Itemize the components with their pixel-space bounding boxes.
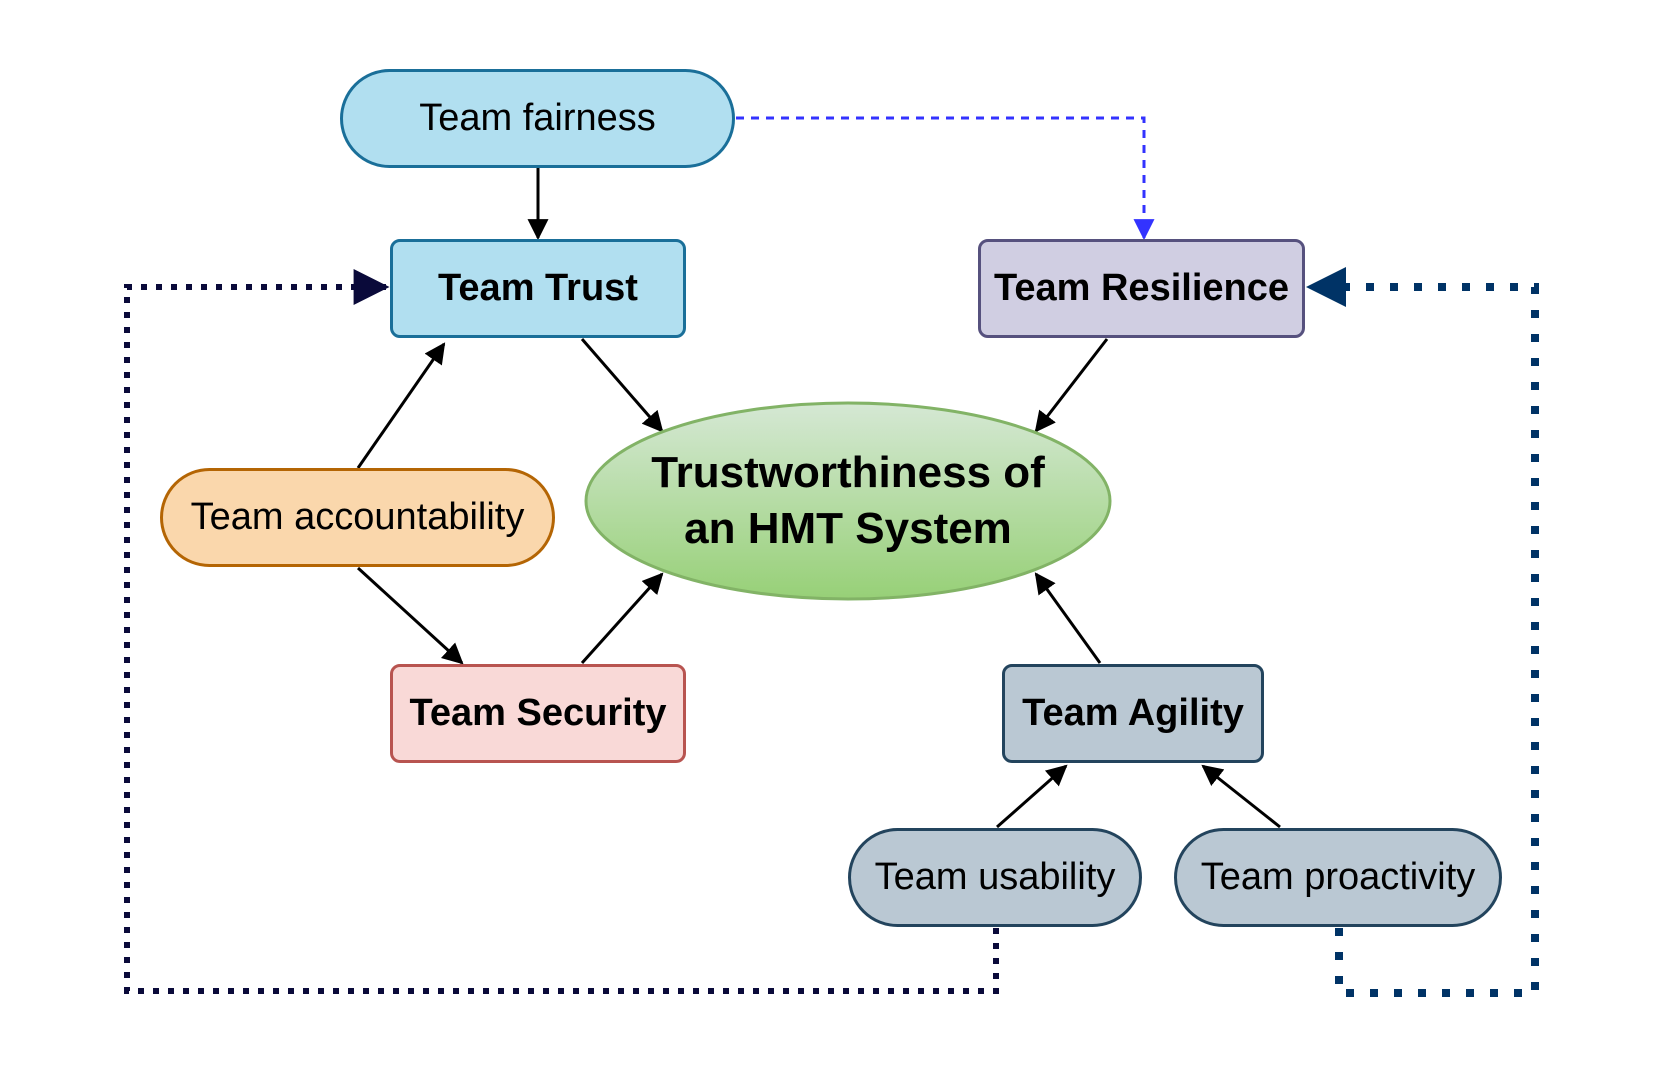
center-label-line-1: Trustworthiness of [651,448,1045,497]
node-label: Team Agility [1022,692,1244,734]
edge-agility-to-center [1034,572,1102,664]
node-team-usability[interactable]: Team usability [848,828,1142,927]
node-team-fairness[interactable]: Team fairness [340,69,735,168]
edge-trust-to-center [580,338,664,433]
node-label: Team Security [409,692,667,734]
center-label-line-2: an HMT System [684,504,1012,553]
edge-proactivity-to-agility [1201,764,1281,829]
node-team-accountability[interactable]: Team accountability [160,468,555,567]
edge-fairness-to-resilience [736,116,1155,241]
node-label: Team Resilience [993,267,1289,309]
edge-accountability-to-trust [356,342,446,469]
node-label: Team usability [874,856,1116,898]
node-label: Team accountability [190,496,525,538]
node-label: Team Trust [438,267,638,309]
node-team-agility[interactable]: Team Agility [1002,664,1264,763]
node-team-resilience[interactable]: Team Resilience [978,239,1305,338]
node-team-security[interactable]: Team Security [390,664,686,763]
edge-accountability-to-security [356,566,464,665]
edge-resilience-to-center [1034,338,1109,433]
node-label: Team proactivity [1200,856,1476,898]
center-node-shape [584,401,1112,601]
node-team-proactivity[interactable]: Team proactivity [1174,828,1502,927]
node-label: Team fairness [419,97,656,139]
edge-security-to-center [580,572,664,665]
center-node-label: Trustworthiness of an HMT System [598,445,1098,557]
edge-usability-to-agility [996,764,1068,829]
edge-usability-to-trust [124,269,999,994]
node-team-trust[interactable]: Team Trust [390,239,686,338]
